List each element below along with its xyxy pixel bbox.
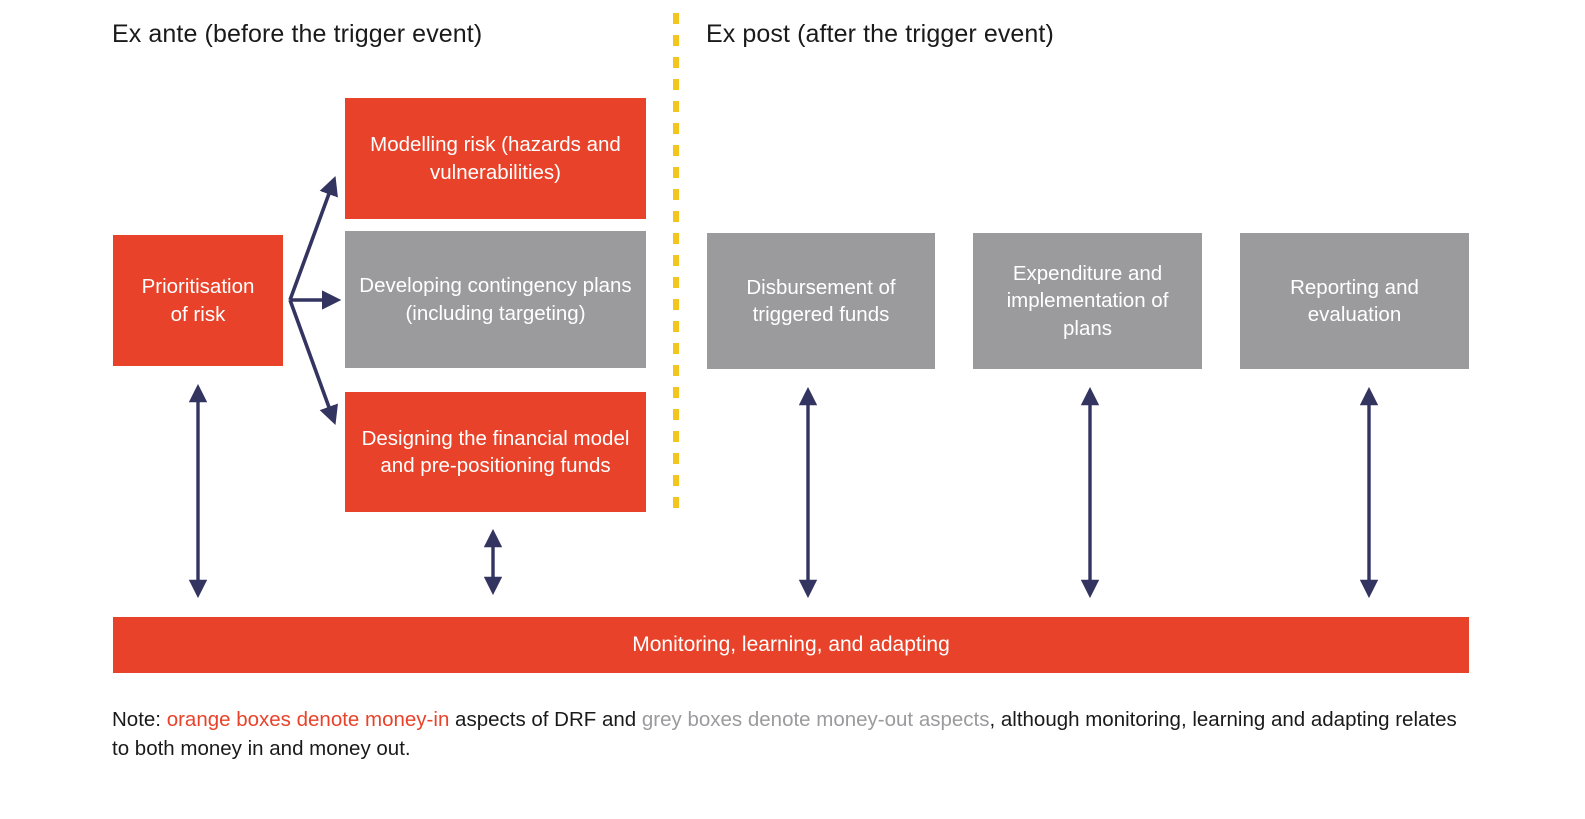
connector-prioritisation-to-financial-model: [288, 299, 338, 426]
node-expenditure-and-implementation[interactable]: Expenditure and implementation of plans: [973, 233, 1202, 369]
node-label: Expenditure and implementation of plans: [1006, 262, 1169, 340]
node-label: Disbursement of triggered funds: [746, 275, 896, 326]
note-prefix: Note:: [112, 708, 167, 731]
node-reporting-and-evaluation[interactable]: Reporting and evaluation: [1240, 233, 1469, 369]
node-label: Designing the financial model and pre-po…: [361, 426, 630, 477]
banner-monitoring-learning-adapting[interactable]: Monitoring, learning, and adapting: [113, 617, 1469, 673]
note-suffix: , although monitoring, learning and adap…: [112, 708, 1457, 761]
connector-prioritisation-to-modelling: [288, 175, 338, 301]
node-modelling-risk[interactable]: Modelling risk (hazards and vulnerabilit…: [345, 98, 646, 219]
phase-title-ex-ante: Ex ante (before the trigger event): [112, 20, 483, 48]
note-legend: Note: orange boxes denote money-in aspec…: [112, 705, 1477, 763]
node-label: Modelling risk (hazards and vulnerabilit…: [370, 133, 621, 184]
node-disbursement-of-triggered-funds[interactable]: Disbursement of triggered funds: [707, 233, 935, 369]
note-money-in-phrase: orange boxes denote money-in: [166, 708, 450, 731]
phase-title-ex-post: Ex post (after the trigger event): [706, 20, 1054, 48]
note-money-out-phrase: grey boxes denote money-out aspects: [641, 708, 990, 731]
node-label: Developing contingency plans (including …: [359, 274, 632, 325]
node-developing-contingency-plans[interactable]: Developing contingency plans (including …: [345, 231, 646, 368]
banner-label: Monitoring, learning, and adapting: [632, 633, 950, 656]
node-label: Reporting and evaluation: [1290, 275, 1419, 326]
note-middle: aspects of DRF and: [449, 708, 642, 731]
node-designing-financial-model[interactable]: Designing the financial model and pre-po…: [345, 392, 646, 512]
